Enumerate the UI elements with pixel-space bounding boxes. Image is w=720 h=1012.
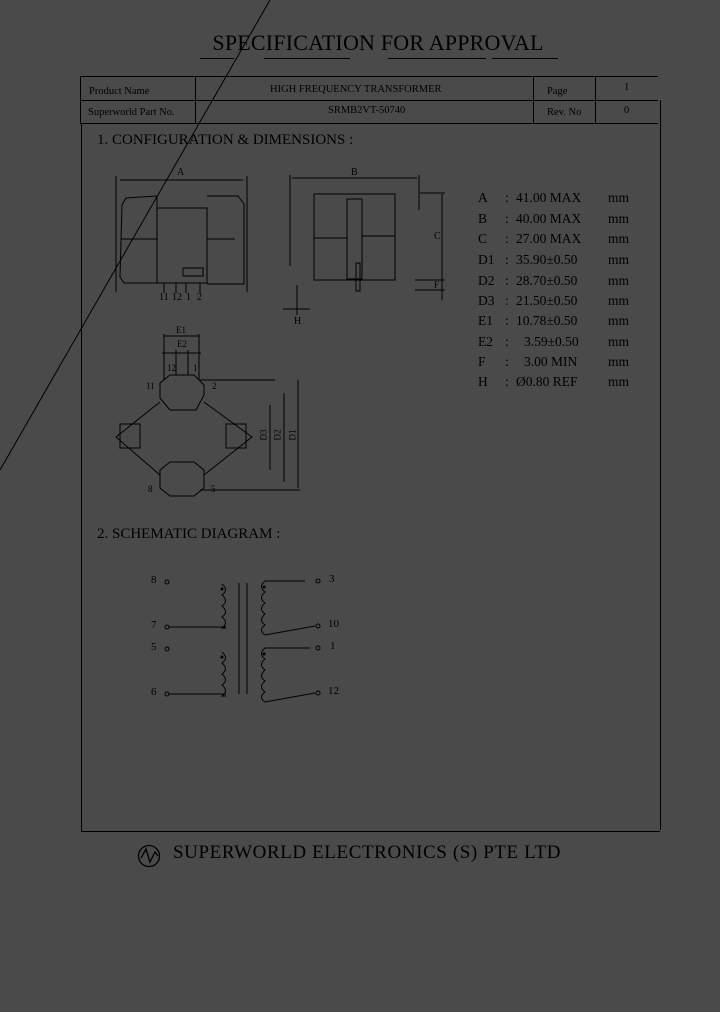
dim-label-a: A: [177, 167, 185, 178]
dim-label-c: C: [434, 231, 441, 242]
pin-label: 11: [146, 381, 155, 391]
pin-label: 2: [212, 381, 217, 391]
schematic-pin-label: 6: [151, 686, 157, 698]
dim-label-f: F: [434, 280, 440, 290]
schematic-pin-label: 10: [328, 618, 339, 630]
rev-value: 0: [624, 105, 630, 116]
pin-label: 12: [172, 292, 182, 303]
product-name-label: Product Name: [89, 86, 150, 97]
pin-label: 12: [167, 363, 176, 373]
pin-label: 1: [186, 292, 191, 303]
part-no-value: SRMB2VT-50740: [328, 105, 406, 116]
title-underline: [264, 58, 350, 59]
dim-label-b: B: [351, 167, 358, 178]
schematic-pin-label: 3: [329, 573, 335, 585]
schematic-pin-label: 7: [151, 619, 157, 631]
product-name-value: HIGH FREQUENCY TRANSFORMER: [270, 84, 442, 95]
title-underline: [492, 58, 558, 59]
frame-bottom: [82, 831, 660, 832]
section-1-heading: 1. CONFIGURATION & DIMENSIONS :: [97, 132, 354, 148]
section-2-heading: 2. SCHEMATIC DIAGRAM :: [97, 526, 281, 542]
part-no-label: Superworld Part No.: [88, 107, 175, 118]
frame-left: [81, 124, 82, 832]
page-value: 1: [624, 82, 630, 93]
dim-label-e1: E1: [176, 325, 186, 335]
rev-label: Rev. No: [547, 107, 582, 118]
pin-label: 2: [197, 292, 202, 303]
schematic-pin-label: 1: [330, 640, 336, 652]
title-underline: [388, 58, 486, 59]
schematic-pin-label: 12: [328, 685, 339, 697]
pin-label: 11: [159, 292, 169, 303]
pin-label: 8: [148, 484, 153, 494]
schematic-pin-label: 5: [151, 641, 157, 653]
page-label: Page: [547, 86, 568, 97]
frame-right: [660, 100, 661, 830]
dim-label-h: H: [294, 316, 302, 327]
page-title: SPECIFICATION FOR APPROVAL: [212, 30, 544, 55]
pin-label: 1: [193, 363, 198, 373]
header-table: Product Name HIGH FREQUENCY TRANSFORMER …: [80, 76, 658, 124]
dim-label-e2: E2: [177, 339, 187, 349]
company-name: SUPERWORLD ELECTRONICS (S) PTE LTD: [173, 842, 562, 863]
title-underline: [200, 58, 234, 59]
schematic-pin-label: 8: [151, 574, 157, 586]
superworld-logo-icon: [137, 844, 161, 868]
pin-label: 5: [211, 484, 216, 494]
